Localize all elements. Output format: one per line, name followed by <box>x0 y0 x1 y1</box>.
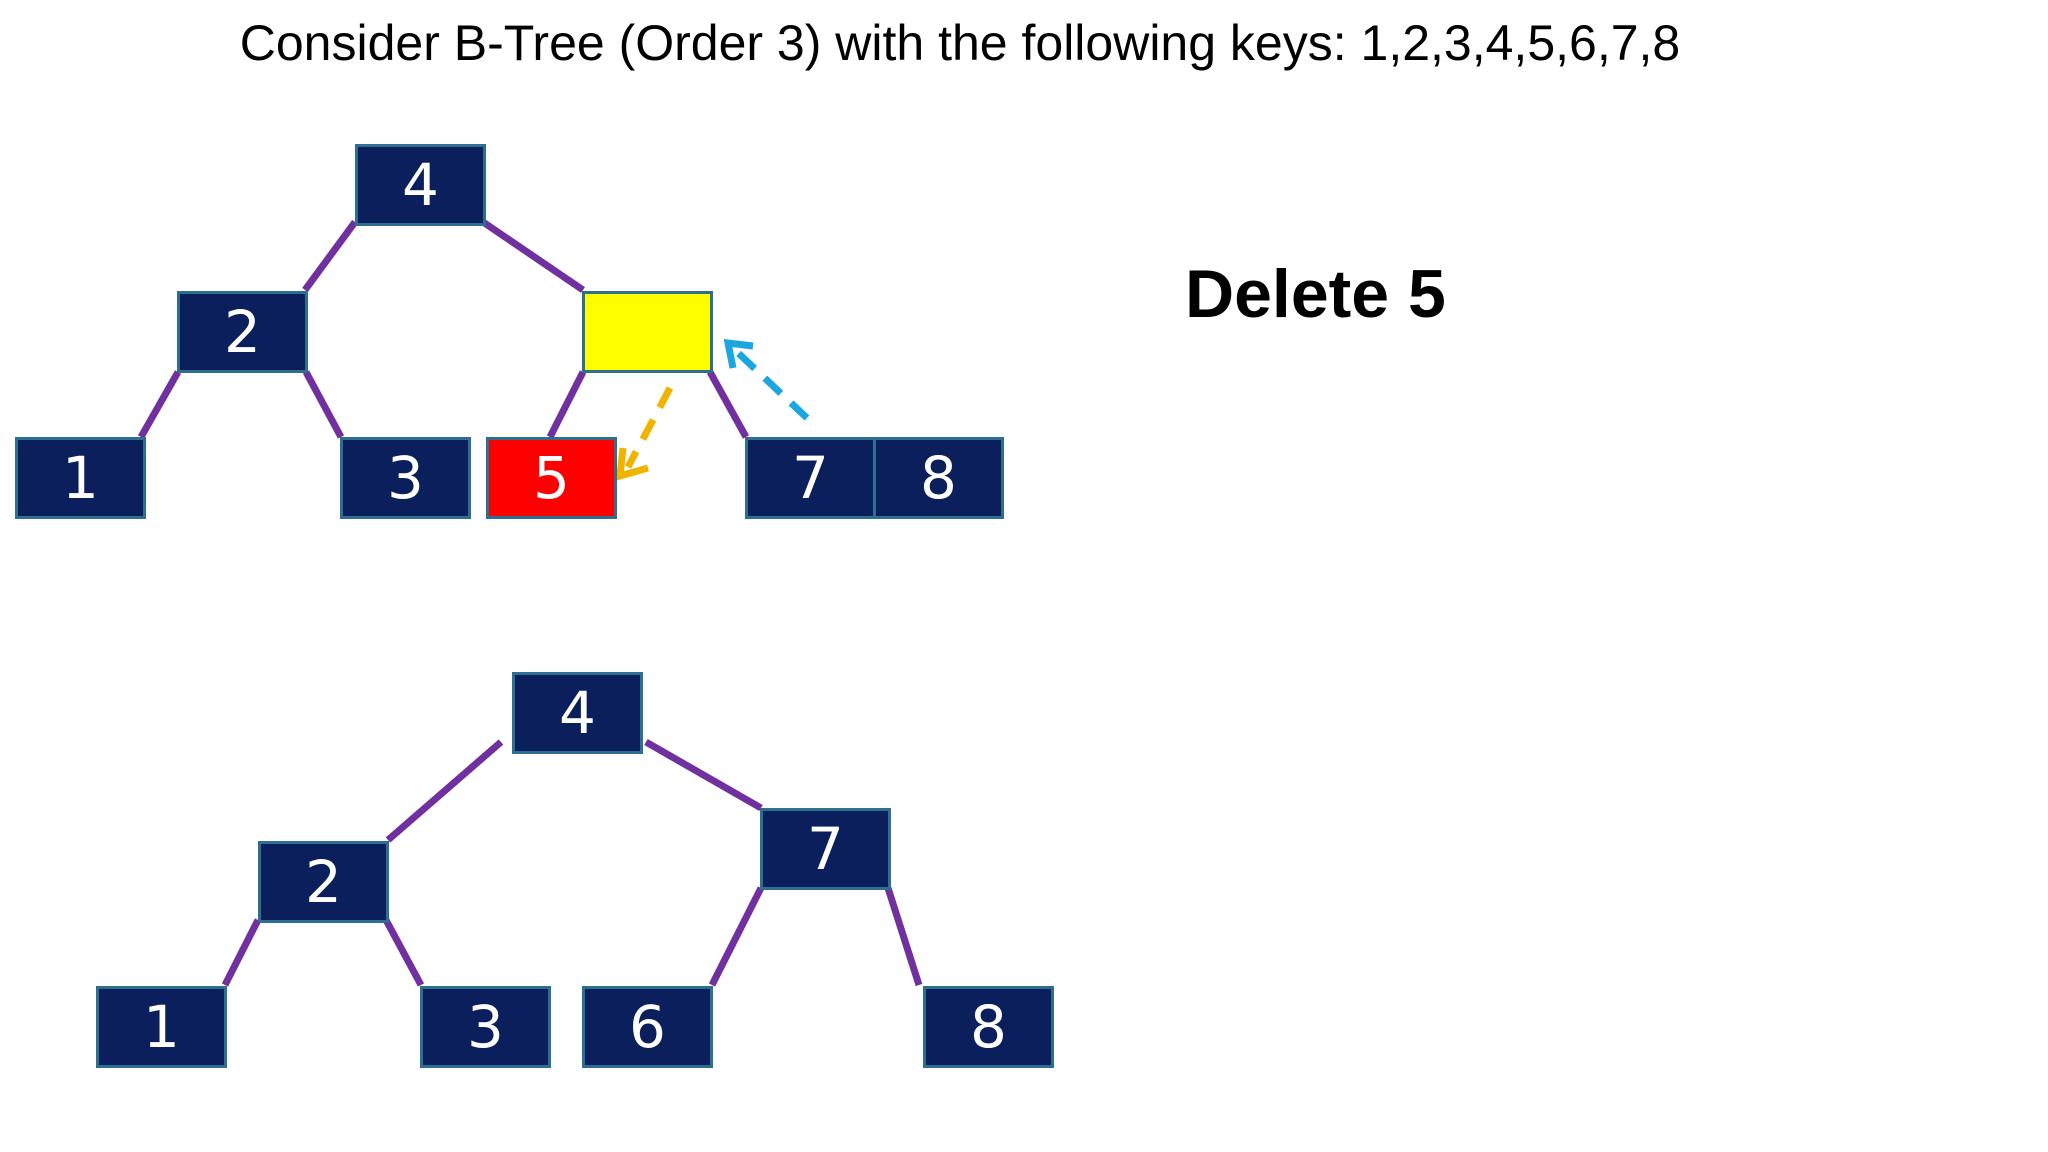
page-title: Consider B-Tree (Order 3) with the follo… <box>239 15 1681 71</box>
edge-2-to-1 <box>137 370 182 439</box>
edge-empty-to-5 <box>546 370 587 439</box>
merge-arrow <box>615 386 674 481</box>
edge-2-to-3-after <box>382 918 425 987</box>
edge-root-to-7-after <box>644 738 763 812</box>
node-root-after: 4 <box>512 672 643 754</box>
edge-7-to-8-after <box>884 886 923 987</box>
node-leaf-deleted-5: 5 <box>486 437 617 519</box>
node-level1-left-after: 2 <box>258 841 389 923</box>
node-leaf-after-6: 6 <box>582 986 713 1068</box>
node-leaf-before-1: 1 <box>15 437 146 519</box>
borrow-arrow <box>723 338 810 421</box>
node-leaf-before-7: 7 <box>745 437 876 519</box>
edge-2-to-3 <box>302 370 345 439</box>
node-leaf-after-3: 3 <box>420 986 551 1068</box>
edge-empty-to-78 <box>706 370 750 439</box>
edge-root-to-2 <box>302 219 358 293</box>
edge-2-to-1-after <box>221 918 262 987</box>
node-empty-underflow <box>582 291 713 373</box>
operation-label: Delete 5 <box>1185 256 1446 332</box>
node-leaf-before-3: 3 <box>340 437 471 519</box>
node-leaf-after-1: 1 <box>96 986 227 1068</box>
edge-7-to-6-after <box>708 886 765 987</box>
edge-root-to-2-after <box>385 739 504 843</box>
node-level1-right-after: 7 <box>760 808 891 890</box>
edge-root-to-empty <box>481 219 585 293</box>
node-level1-left-before: 2 <box>177 291 308 373</box>
node-root-before: 4 <box>355 144 486 226</box>
node-leaf-after-8: 8 <box>923 986 1054 1068</box>
node-leaf-before-8: 8 <box>873 437 1004 519</box>
